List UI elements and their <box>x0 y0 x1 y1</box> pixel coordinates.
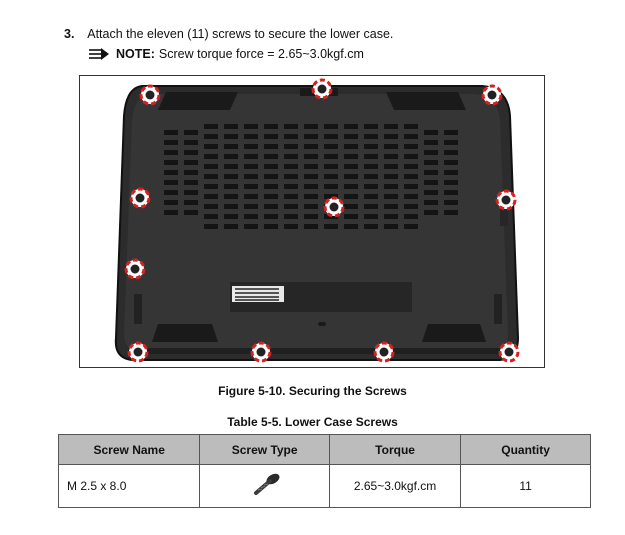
figure-caption: Figure 5-10. Securing the Screws <box>218 384 407 398</box>
note-text: Screw torque force = 2.65~3.0kgf.cm <box>158 47 364 61</box>
figure-frame <box>79 75 545 368</box>
table-header-row: Screw Name Screw Type Torque Quantity <box>57 434 591 465</box>
note-label: NOTE: <box>116 47 155 61</box>
table-row: M 2.5 x 8.0 2.65~3.0kgf.cm 11 <box>57 464 591 508</box>
step-number: 3. <box>64 27 75 41</box>
screw-marker <box>373 341 395 363</box>
screw-table: Screw Name Screw Type Torque Quantity M … <box>57 434 591 508</box>
screw-icon <box>253 473 280 495</box>
screw-marker <box>498 341 520 363</box>
screw-marker <box>139 84 161 106</box>
header-quantity: Quantity <box>460 434 591 465</box>
laptop-bottom-image <box>114 78 520 363</box>
screw-marker <box>495 189 517 211</box>
note-arrow-icon <box>89 48 109 60</box>
note: NOTE: Screw torque force = 2.65~3.0kgf.c… <box>88 47 364 61</box>
screw-marker <box>127 341 149 363</box>
cell-torque: 2.65~3.0kgf.cm <box>328 464 462 508</box>
cell-screw-type <box>199 464 330 508</box>
cell-screw-name: M 2.5 x 8.0 <box>57 464 201 508</box>
screw-marker <box>250 341 272 363</box>
header-torque: Torque <box>328 434 462 465</box>
screw-marker <box>311 78 333 100</box>
vent-grille <box>164 124 458 229</box>
table-caption: Table 5-5. Lower Case Screws <box>227 415 398 429</box>
screw-marker <box>481 84 503 106</box>
step-text: Attach the eleven (11) screws to secure … <box>87 27 394 41</box>
screw-marker <box>124 258 146 280</box>
cell-quantity: 11 <box>460 464 591 508</box>
screw-marker <box>323 196 345 218</box>
header-screw-name: Screw Name <box>57 434 201 465</box>
screw-marker <box>129 187 151 209</box>
header-screw-type: Screw Type <box>199 434 330 465</box>
step-instruction: 3. Attach the eleven (11) screws to secu… <box>64 27 393 41</box>
